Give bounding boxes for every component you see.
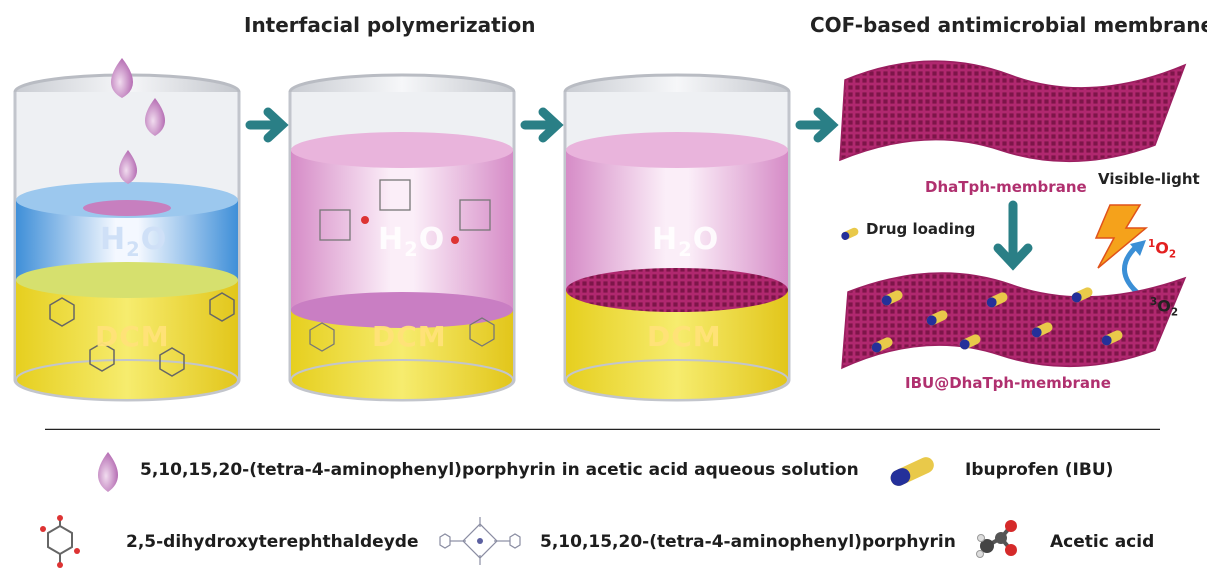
beaker-2 xyxy=(288,73,516,402)
lightning-icon xyxy=(1094,204,1149,269)
ibuprofen-capsules xyxy=(871,287,1123,353)
beaker-3-water-label: H2O xyxy=(652,222,720,261)
ibu-dhatph-membrane-label: IBU@DhaTph-membrane xyxy=(905,374,1111,392)
droplet-icon xyxy=(145,98,165,136)
droplet-icon xyxy=(119,150,137,184)
process-arrow-icon xyxy=(795,107,839,143)
beaker-1-water-label: H2O xyxy=(100,222,168,261)
droplet-icon xyxy=(111,58,133,98)
legend-droplet-text: 5,10,15,20-(tetra-4-aminophenyl)porphyri… xyxy=(140,460,859,480)
beaker-1-dcm-label: DCM xyxy=(95,320,170,353)
title-cof-membrane: COF-based antimicrobial membrane xyxy=(810,13,1207,37)
singlet-oxygen-label: 1O2 xyxy=(1148,238,1177,261)
legend-acetic-acid-text: Acetic acid xyxy=(1050,532,1155,552)
dhatph-membrane-label: DhaTph-membrane xyxy=(925,178,1087,196)
beaker-2-water-label: H2O xyxy=(378,222,446,261)
dhatph-membrane-sheet xyxy=(839,60,1187,163)
visible-light-label: Visible-light xyxy=(1098,170,1200,188)
legend-porphyrin-text: 5,10,15,20-(tetra-4-aminophenyl)porphyri… xyxy=(540,532,956,552)
porphyrin-molecule-icon xyxy=(439,517,521,565)
oxygen-conversion-arrow-icon xyxy=(1122,243,1142,297)
beaker-1 xyxy=(13,58,241,402)
legend-ibuprofen-text: Ibuprofen (IBU) xyxy=(965,460,1114,480)
process-diagram xyxy=(13,58,1187,430)
aldehyde-molecule-icon xyxy=(40,515,80,568)
acetic-acid-molecule-icon xyxy=(976,520,1017,558)
triplet-oxygen-label: 3O2 xyxy=(1150,296,1179,319)
process-arrow-icon xyxy=(520,107,564,143)
beaker-2-dcm-label: DCM xyxy=(372,320,447,353)
process-arrow-icon xyxy=(245,107,289,143)
drug-loading-arrow-icon xyxy=(993,200,1033,271)
ibuprofen-capsule-icon xyxy=(890,457,934,486)
beaker-3-dcm-label: DCM xyxy=(647,320,722,353)
ibu-dhatph-membrane-sheet xyxy=(841,272,1187,370)
beaker-3 xyxy=(563,73,791,402)
droplet-icon xyxy=(98,452,118,492)
capsule-icon xyxy=(841,227,859,240)
title-interfacial-polymerization: Interfacial polymerization xyxy=(244,13,536,37)
drug-loading-label: Drug loading xyxy=(866,220,976,238)
legend-aldehyde-text: 2,5-dihydroxyterephthaldeyde xyxy=(126,532,419,552)
